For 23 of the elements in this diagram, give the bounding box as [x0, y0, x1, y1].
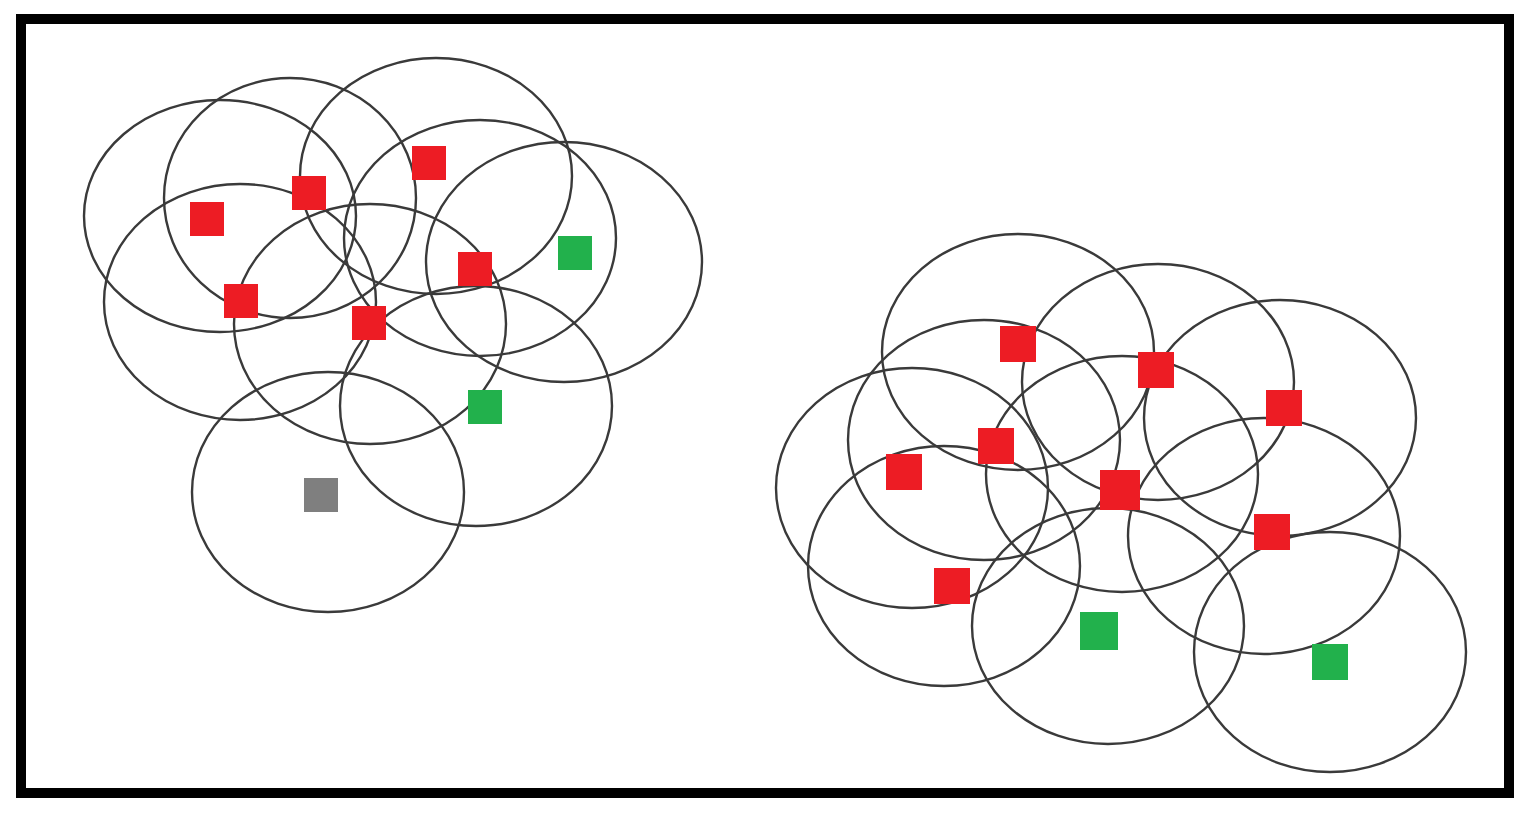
square-icon: [978, 428, 1014, 464]
ellipse-outline: [846, 318, 1122, 562]
ellipse-outline: [984, 354, 1260, 594]
square-icon: [886, 454, 922, 490]
ellipse-outline: [102, 182, 378, 422]
ellipse-outline: [298, 56, 574, 296]
ellipse-outline: [232, 202, 508, 446]
ellipse-outline: [880, 232, 1156, 472]
ellipse-outline: [970, 506, 1246, 746]
ellipse-outline: [162, 76, 418, 320]
ellipse-outline: [806, 444, 1082, 688]
square-icon: [934, 568, 970, 604]
ellipse-outline: [1126, 416, 1402, 656]
ellipse-outline: [1020, 262, 1296, 502]
ellipse-outline: [774, 366, 1050, 610]
ellipse-outline: [1142, 298, 1418, 538]
ellipse-outline: [424, 140, 704, 384]
ellipse-outline: [190, 370, 466, 614]
ellipse-outline: [338, 284, 614, 528]
ellipse-outline: [342, 118, 618, 358]
square-icon: [1000, 326, 1036, 362]
ellipse-outline: [82, 98, 358, 334]
ellipse-outline: [1192, 530, 1468, 774]
